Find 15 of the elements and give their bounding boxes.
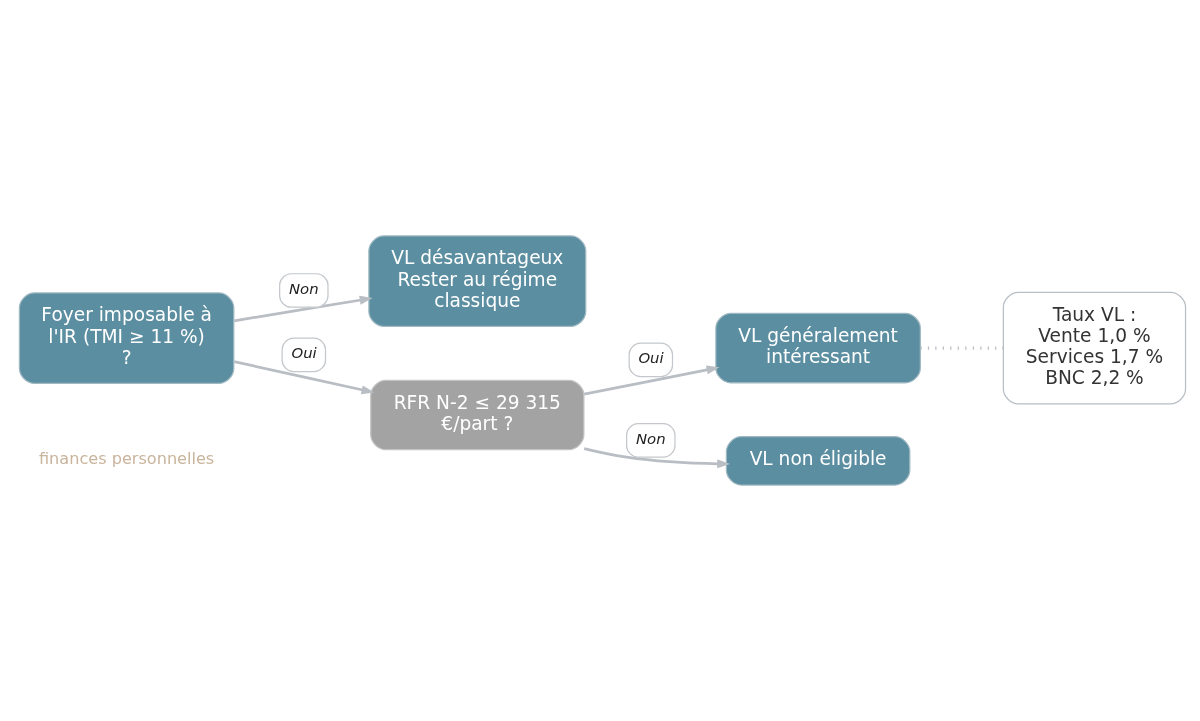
label: finances personnelles: [38, 448, 215, 468]
node-box: RFR N-2 ≤ 29 315 €/part ?: [370, 379, 585, 451]
node-box: VL désavantageux Rester au régime classique: [368, 235, 587, 328]
edge-label: Non: [635, 429, 666, 448]
arrow: [583, 365, 720, 396]
arrow: [233, 360, 375, 395]
arrow: [234, 295, 373, 323]
arrow: [583, 447, 731, 469]
node-box: VL généralement intéressant: [715, 312, 921, 384]
edge-label: Non: [288, 279, 319, 298]
edge-label: Oui: [638, 349, 664, 368]
edge-label: Oui: [291, 344, 317, 363]
node-box: VL non éligible: [725, 436, 911, 486]
node-box: Foyer imposable à l'IR (TMI ≥ 11 %) ?: [18, 292, 235, 385]
node-box: Taux VL : Vente 1,0 % Services 1,7 % BNC 2,2 %: [1002, 291, 1187, 405]
